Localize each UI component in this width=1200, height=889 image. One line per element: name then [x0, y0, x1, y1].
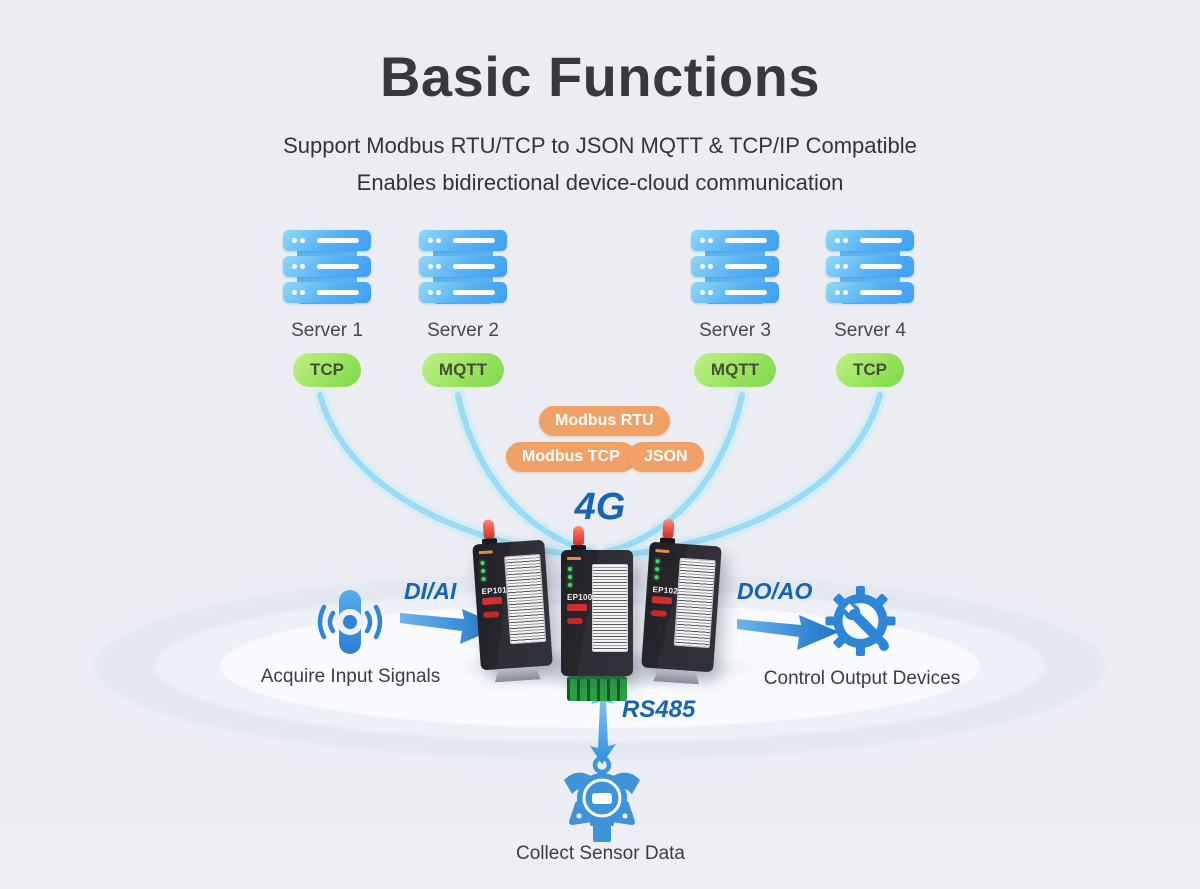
terminal-block: [567, 676, 627, 701]
brand-logo: [655, 549, 670, 554]
led-indicator: [654, 575, 659, 580]
led-indicator: [481, 576, 486, 582]
antenna-icon: [481, 519, 498, 546]
led-indicator: [568, 567, 572, 571]
protocol-pill-mqtt: MQTT: [693, 353, 777, 387]
collect-sensor-caption: Collect Sensor Data: [516, 843, 685, 864]
di-ai-label: DI/AI: [404, 578, 457, 604]
device-model-label: EP101: [481, 585, 508, 597]
device-ep101: EP101: [472, 519, 554, 684]
modbus-rtu-badge: Modbus RTU: [539, 406, 670, 436]
protocol-pill-tcp: TCP: [836, 353, 904, 387]
acquire-input-caption: Acquire Input Signals: [260, 666, 441, 687]
network-4g-label: 4G: [574, 486, 626, 528]
model-badge: [651, 595, 673, 605]
protocol-pill-mqtt: MQTT: [421, 353, 505, 387]
reset-button: [650, 609, 668, 618]
server-group-3: Server 3 MQTT: [665, 230, 805, 387]
do-ao-arrow-icon: [737, 615, 839, 650]
server-label: Server 4: [834, 320, 906, 341]
led-indicator: [655, 559, 660, 564]
server-stack-icon: [826, 230, 914, 308]
led-indicator: [654, 567, 660, 572]
device-model-label: EP100: [567, 593, 593, 602]
sensor-icon: [564, 755, 640, 842]
reset-button: [567, 618, 583, 624]
gateway-devices: EP101 EP100: [472, 518, 730, 701]
antenna-icon: [659, 518, 676, 546]
do-ao-label: DO/AO: [737, 578, 813, 604]
led-indicator: [568, 575, 572, 579]
server-group-4: Server 4 TCP: [800, 230, 940, 387]
device-ep102: EP102: [640, 518, 722, 686]
server-stack-icon: [419, 230, 507, 308]
barcode-sticker: [592, 564, 628, 652]
rs485-label: RS485: [622, 696, 696, 723]
model-badge: [481, 596, 503, 606]
brand-logo: [478, 550, 493, 555]
json-badge: JSON: [628, 442, 704, 472]
led-indicator: [480, 560, 485, 566]
signal-icon: [317, 590, 383, 654]
server-label: Server 2: [427, 320, 499, 341]
led-indicator: [480, 568, 486, 574]
server-stack-icon: [283, 230, 371, 308]
barcode-sticker: [504, 553, 547, 645]
control-output-caption: Control Output Devices: [763, 668, 961, 689]
server-label: Server 3: [699, 320, 771, 341]
server-label: Server 1: [291, 320, 363, 341]
barcode-sticker: [673, 557, 716, 649]
gear-wrench-icon: [825, 586, 896, 656]
model-badge: [567, 604, 587, 611]
reset-button: [482, 610, 500, 619]
server-group-2: Server 2 MQTT: [393, 230, 533, 387]
subtitle-line-1: Support Modbus RTU/TCP to JSON MQTT & TC…: [283, 133, 917, 158]
brand-logo: [567, 557, 581, 560]
device-ep100: EP100: [561, 526, 633, 701]
antenna-icon: [571, 526, 586, 552]
page-title: Basic Functions: [379, 45, 821, 108]
led-indicator: [568, 583, 572, 587]
server-group-1: Server 1 TCP: [257, 230, 397, 387]
protocol-pill-tcp: TCP: [293, 353, 361, 387]
server-stack-icon: [691, 230, 779, 308]
subtitle-line-2: Enables bidirectional device-cloud commu…: [356, 170, 844, 195]
rs485-arrow-icon: [590, 686, 616, 764]
modbus-tcp-badge: Modbus TCP: [506, 442, 636, 472]
device-model-label: EP102: [652, 584, 679, 596]
